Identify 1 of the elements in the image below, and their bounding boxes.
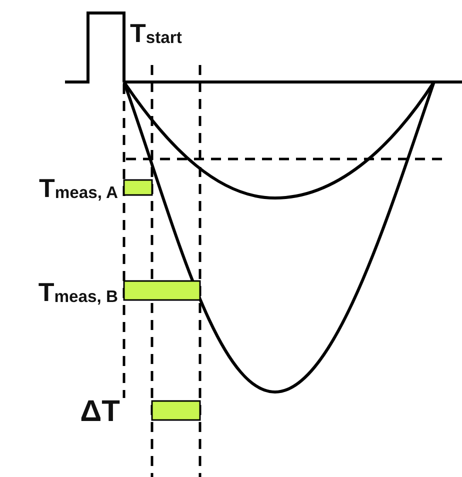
time-label: ΔT	[80, 397, 120, 427]
